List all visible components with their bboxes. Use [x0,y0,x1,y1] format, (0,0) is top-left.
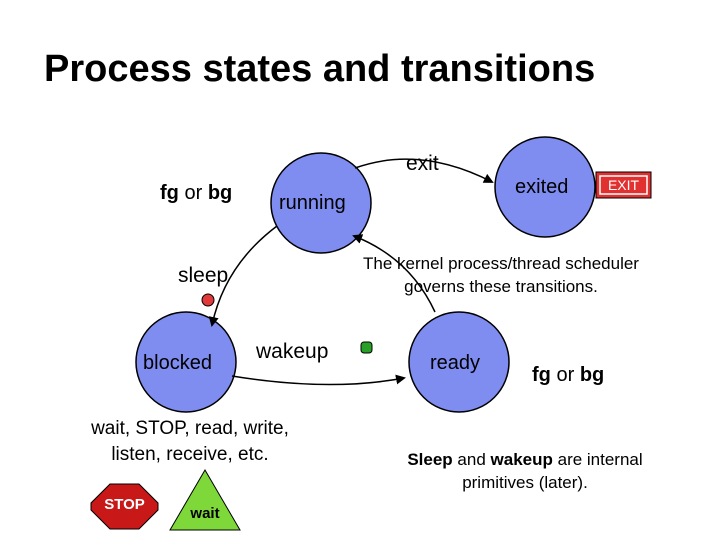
label-blocked: blocked [143,352,212,374]
wakeup-arrow [231,374,406,386]
label-exited: exited [515,176,569,198]
primitives-note: Sleep and wakeup are internal primitives… [370,448,680,494]
label-fg-or-bg-top: fg or bg [160,182,232,205]
state-running [270,152,372,254]
sleep-calls-note: wait, STOP, read, write, listen, receive… [40,416,340,468]
state-ready [408,311,510,413]
and-word: and [457,450,486,469]
state-blocked [135,311,237,413]
exit-badge-text: EXIT [607,177,640,193]
scheduler-note-line1: The kernel process/thread scheduler [363,254,639,273]
wait-sign [169,469,241,531]
sleep-calls-line2: listen, receive, etc. [111,444,269,465]
or-text: or [184,182,203,204]
sleep-dot [201,293,215,307]
label-wakeup-transition: wakeup [256,340,329,363]
state-exited [494,136,596,238]
bg-text: bg [579,364,605,386]
sleep-word: Sleep [407,450,453,469]
scheduler-note-line2: governs these transitions. [404,277,598,296]
exit-arrow [354,158,494,183]
sleep-calls-line1: wait, STOP, read, write, [91,418,289,439]
fg-text: fg [160,182,179,204]
label-ready: ready [430,352,481,374]
rest-words: are internal [557,450,643,469]
wakeup-dot [360,341,373,354]
stop-sign-text: STOP [104,496,145,513]
page-title: Process states and transitions [44,48,596,90]
label-exit-transition: exit [406,152,439,175]
label-running: running [279,192,346,214]
or-text: or [556,364,575,386]
bg-text: bg [207,182,233,204]
stop-sign [90,483,159,530]
fg-text: fg [532,364,551,386]
sleep-arrow [208,225,278,327]
label-sleep-transition: sleep [178,264,229,287]
scheduler-note: The kernel process/thread scheduler gove… [336,252,666,298]
label-fg-or-bg-right: fg or bg [532,364,604,387]
wait-sign-text: wait [190,505,220,522]
dispatch-arrow [352,234,436,313]
primitives-line2: primitives (later). [462,473,588,492]
wakeup-word: wakeup [490,450,553,469]
